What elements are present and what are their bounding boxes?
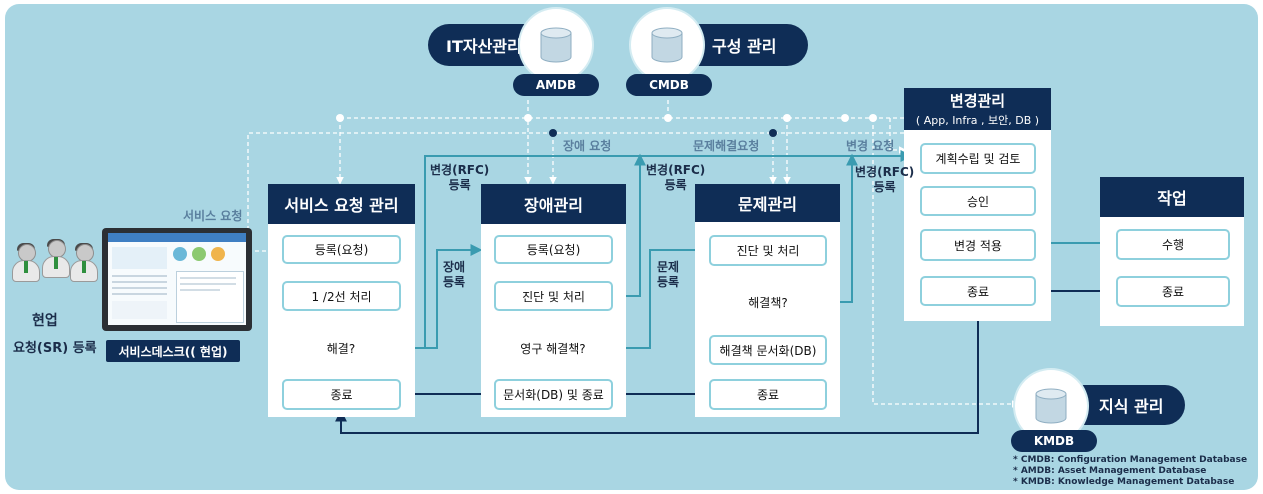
problem-title: 문제관리: [695, 184, 840, 222]
problem-diagnose-box[interactable]: 진단 및 처리: [709, 235, 827, 266]
incident-diagnose-box[interactable]: 진단 및 처리: [494, 281, 613, 311]
service-close-box[interactable]: 종료: [282, 379, 401, 410]
problem-document-box[interactable]: 해결책 문서화(DB): [709, 335, 827, 365]
service-desk-monitor-icon: [102, 228, 252, 331]
user-group-icon: [12, 239, 102, 290]
rfc-label-a: 변경(RFC)등록: [430, 163, 490, 192]
service-resolved-label: 해결?: [326, 341, 356, 356]
incident-permanent-label: 영구 해결책?: [520, 341, 586, 356]
rfc-label-b: 변경(RFC)등록: [646, 163, 706, 192]
incident-document-box[interactable]: 문서화(DB) 및 종료: [494, 379, 613, 410]
change-approve-box[interactable]: 승인: [920, 186, 1036, 216]
change-subtitle: ( App, Infra , 보안, DB ): [915, 114, 1040, 127]
work-title: 작업: [1100, 177, 1244, 217]
service-first-second-box[interactable]: 1 /2선 처리: [282, 281, 401, 311]
footnote-kmdb: * KMDB: Knowledge Management Database: [1013, 477, 1235, 487]
cmdb-tag: CMDB: [626, 74, 712, 96]
service-register-box[interactable]: 등록(요청): [282, 235, 401, 264]
service-request-label: 서비스 요청: [183, 209, 243, 223]
cmdb-database-icon: [631, 9, 703, 81]
junction-dots: [244, 114, 877, 255]
problem-panel: [695, 184, 840, 417]
change-plan-box[interactable]: 계획수립 및 검토: [920, 143, 1036, 174]
change-title: 변경관리 ( App, Infra , 보안, DB ): [904, 88, 1051, 130]
kmdb-tag: KMDB: [1011, 430, 1097, 452]
problem-close-box[interactable]: 종료: [709, 379, 827, 410]
change-close-box[interactable]: 종료: [920, 276, 1036, 306]
change-request-label: 변경 요청: [846, 139, 895, 153]
change-apply-box[interactable]: 변경 적용: [920, 229, 1036, 261]
amdb-database-icon: [520, 9, 592, 81]
service-request-title: 서비스 요청 관리: [268, 184, 415, 224]
sr-register-label: 요청(SR) 등록: [13, 341, 97, 356]
incident-title: 장애관리: [481, 184, 626, 224]
incident-register-box[interactable]: 등록(요청): [494, 235, 613, 264]
work-perform-box[interactable]: 수행: [1116, 229, 1230, 260]
amdb-tag: AMDB: [513, 74, 599, 96]
problem-request-label: 문제해결요청: [693, 139, 760, 153]
rfc-label-c: 변경(RFC)등록: [855, 165, 915, 194]
incident-request-label: 장애 요청: [563, 139, 612, 153]
service-desk-tag: 서비스데스크(( 현업): [106, 340, 240, 362]
group-label: 현업: [32, 313, 58, 329]
work-close-box[interactable]: 종료: [1116, 276, 1230, 307]
problem-solution-label: 해결책?: [748, 295, 788, 310]
footnote-amdb: * AMDB: Asset Management Database: [1013, 466, 1207, 476]
footnote-cmdb: * CMDB: Configuration Management Databas…: [1013, 455, 1248, 465]
